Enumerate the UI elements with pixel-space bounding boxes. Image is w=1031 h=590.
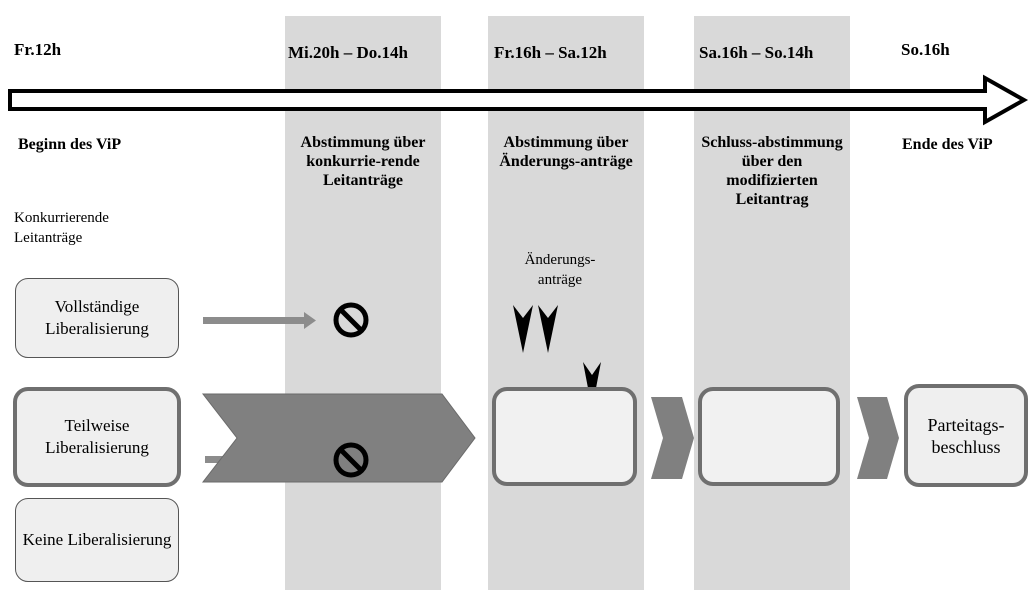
- chevron-3: [857, 397, 899, 479]
- arrowhead-icon: [513, 305, 533, 353]
- motion-full-label: Vollständige Liberalisierung: [45, 297, 149, 338]
- party-decision-label: Parteitags-beschluss: [927, 414, 1005, 457]
- party-decision-box: Parteitags-beschluss: [904, 384, 1028, 487]
- time-label-phase-1: Mi.20h – Do.14h: [288, 43, 408, 62]
- motion-none-label: Keine Liberalisierung: [22, 530, 172, 549]
- phase-title-2: Abstimmung über Änderungs-anträge: [499, 134, 633, 170]
- time-label-end: So.16h: [901, 40, 950, 59]
- time-label-phase-2: Fr.16h – Sa.12h: [494, 43, 607, 62]
- phase-band-2: [488, 16, 644, 590]
- arrowhead-icon: [538, 305, 558, 353]
- prohibited-icon: [333, 302, 369, 338]
- motion-full-liberalization: Vollständige Liberalisierung: [15, 278, 179, 358]
- main-chevron: [201, 393, 476, 483]
- motion-partial-label: Teilweise Liberalisierung: [45, 416, 149, 457]
- final-vote-stage-box: [698, 387, 840, 486]
- phase-title-1: Abstimmung über konkurrie-rende Leitantr…: [300, 134, 426, 189]
- competing-motions-note: Konkurrierende Leitanträge: [14, 210, 109, 246]
- chevron-2: [651, 397, 694, 479]
- small-arrow-full: [203, 312, 316, 329]
- phase-title-3: Schluss-abstimmung über den modifizierte…: [701, 134, 843, 208]
- end-label: Ende des ViP: [902, 136, 993, 153]
- amendments-note: Änderungs-anträge: [524, 252, 596, 288]
- motion-no-liberalization: Keine Liberalisierung: [15, 498, 179, 582]
- phase-band-1: [285, 16, 441, 590]
- arrowhead-icon: [583, 362, 601, 409]
- time-label-start: Fr.12h: [14, 40, 62, 59]
- phase-band-3: [694, 16, 850, 590]
- prohibited-icon: [333, 442, 369, 478]
- start-label: Beginn des ViP: [18, 136, 122, 153]
- amendment-stage-box: [492, 387, 637, 486]
- timeline-arrow: [8, 74, 1029, 126]
- motion-partial-liberalization: Teilweise Liberalisierung: [13, 387, 181, 487]
- time-label-phase-3: Sa.16h – So.14h: [699, 43, 814, 62]
